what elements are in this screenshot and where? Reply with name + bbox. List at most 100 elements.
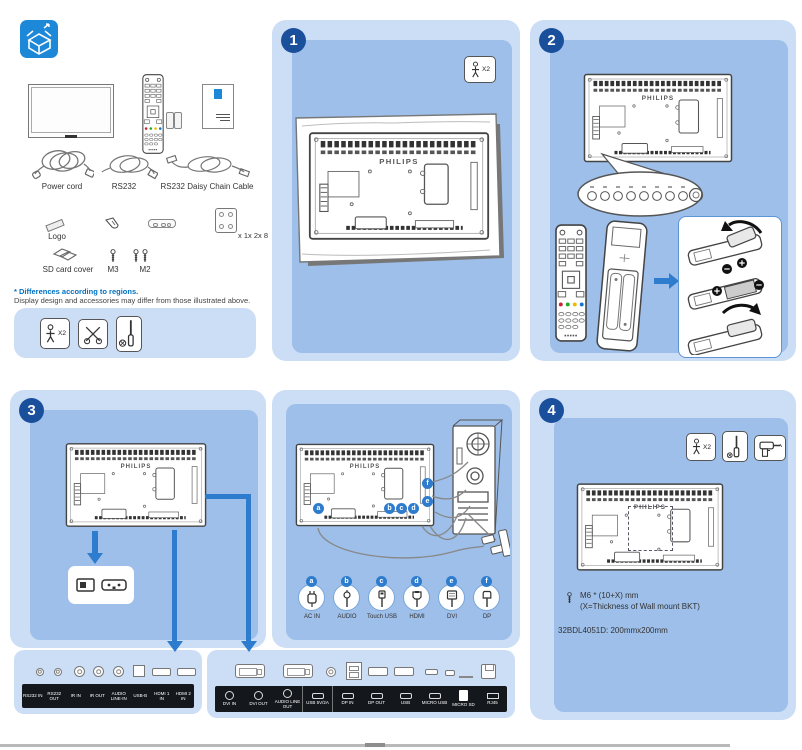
dvi-in-port-icon (235, 664, 265, 678)
legend-c-badge: c (376, 576, 387, 587)
power-cord-illustration (32, 150, 94, 179)
logo-guider-illustration (105, 217, 119, 229)
port-label: RJ45 (478, 686, 507, 712)
step1-panel: 1 X2 (272, 20, 520, 361)
unpacking-icon (20, 20, 58, 58)
step1-number-badge: 1 (281, 28, 306, 53)
daisy-chain-label: RS232 Daisy Chain Cable (160, 182, 254, 191)
step2-arrowhead-icon (669, 273, 679, 289)
power-inlet-box (68, 566, 134, 604)
legend-e-label: DVI (446, 614, 458, 620)
side-panel-connection-line (172, 530, 177, 642)
cable-c-badge: c (396, 503, 407, 514)
step4-panel: 4 X2 M6 * (10+X) mm (X (530, 390, 796, 720)
m2-screw-icon (141, 249, 149, 264)
port-label: IR OUT (89, 693, 105, 699)
m2-label: M2 (139, 265, 151, 274)
rs232-cable-illustration (101, 155, 158, 180)
usb-glyph-icon (311, 692, 324, 699)
rj45-port-icon (481, 664, 496, 679)
dvi-glyph-icon (254, 691, 263, 701)
accessories-note: Display design and accessories may diffe… (14, 296, 251, 305)
legend-f-label: DP (482, 614, 492, 620)
step4-two-person-count: X2 (703, 443, 711, 451)
step4-drill-tile (754, 435, 786, 461)
remote-control-illustration (140, 74, 166, 154)
two-person-count: X2 (58, 330, 66, 337)
bottom-panel-connection-line-h (205, 494, 251, 499)
person-icon (470, 61, 481, 79)
audio-glyph-icon (283, 688, 292, 698)
rs232-in-jack-icon (36, 668, 44, 676)
step2-remote-back-illustration (596, 220, 648, 352)
audio-out-jack-icon (326, 667, 336, 677)
logo-label: Logo (48, 232, 66, 241)
step2-control-panel-callout (577, 66, 750, 217)
usb-b-port-icon (133, 665, 145, 677)
bottom-port-label-bar: DVI IN DVI OUT AUDIO LINE OUT USB 5V/2A … (215, 686, 507, 712)
legend-a-label: AC IN (303, 614, 321, 620)
audio-line-in-jack-icon (113, 666, 124, 677)
legend-a-badge: a (306, 576, 317, 587)
cable-d-badge: d (408, 503, 419, 514)
step1-two-person-count: X2 (482, 66, 490, 73)
step3-panel-middle: a b c d e f a b c d e f AC IN AUDIO (272, 390, 520, 648)
person-icon (691, 438, 702, 456)
port-label: USB 5V/2A (302, 686, 333, 712)
required-tools-box: X2 (14, 308, 256, 358)
legend-e-badge: e (446, 576, 457, 587)
power-arrow-shaft (92, 531, 98, 554)
side-connector-strip: RS232 IN RS232 OUT IR IN IR OUT AUDIO LI… (14, 650, 202, 714)
cable-b-badge: b (384, 503, 395, 514)
battery-install-steps-illustration (687, 220, 764, 355)
port-label: IR IN (70, 693, 81, 699)
ir-out-jack-icon (93, 666, 104, 677)
port-label: AUDIO LINE-IN (110, 690, 127, 701)
dp-cable-icon (473, 584, 500, 611)
hdmi1-port-icon (152, 668, 171, 676)
counts-label: x 1x 2x 8 (237, 231, 269, 240)
battery-install-box (678, 216, 782, 358)
port-label: MICRO SD (449, 686, 478, 712)
pc-connection-illustration (282, 419, 510, 559)
step3-display-back-illustration (65, 442, 207, 528)
dp-glyph-icon (341, 692, 354, 699)
port-label: DVI OUT (244, 686, 273, 712)
quick-start-booklet-illustration (202, 84, 234, 129)
touch-usb-cable-icon (368, 584, 395, 611)
port-label: HDMI 2 IN (175, 690, 191, 701)
hdmi2-port-icon (177, 668, 196, 676)
logo-plate-illustration (45, 218, 65, 233)
screw-spec-text: M6 * (10+X) mm (580, 591, 639, 600)
bottom-panel-line-arrowhead-icon (241, 641, 257, 652)
legend-d-badge: d (411, 576, 422, 587)
cable-f-badge: f (422, 478, 433, 489)
power-inlet-icons (76, 578, 127, 592)
side-port-label-bar: RS232 IN RS232 OUT IR IN IR OUT AUDIO LI… (22, 684, 194, 708)
dvi-glyph-icon (225, 691, 234, 701)
scissors-icon (83, 326, 103, 345)
side-panel-line-arrowhead-icon (167, 641, 183, 652)
dvi-out-port-icon (283, 664, 313, 678)
regions-note: * Differences according to regions. (14, 287, 139, 296)
display-front-illustration (28, 84, 114, 138)
port-label: HDMI 1 IN (154, 690, 170, 701)
vesa-mount-area (628, 506, 673, 551)
hdmi-cable-icon (403, 584, 430, 611)
cable-e-badge: e (422, 496, 433, 507)
port-label: RS232 IN (23, 693, 43, 699)
m3-label: M3 (107, 265, 119, 274)
battery-icon (174, 112, 182, 129)
power-cord-label: Power cord (41, 182, 83, 191)
port-label: RS232 OUT (47, 690, 62, 701)
page-fold-mark (365, 743, 385, 747)
port-label: DP IN (333, 686, 362, 712)
clamp-plate-illustration (148, 219, 176, 228)
bottom-connector-strip: DVI IN DVI OUT AUDIO LINE OUT USB 5V/2A … (207, 650, 515, 718)
dp-glyph-icon (370, 692, 383, 699)
drill-icon (759, 441, 783, 457)
step2-number-badge: 2 (539, 28, 564, 53)
ac-in-cable-icon (298, 584, 325, 611)
two-person-tile: X2 (40, 318, 70, 349)
